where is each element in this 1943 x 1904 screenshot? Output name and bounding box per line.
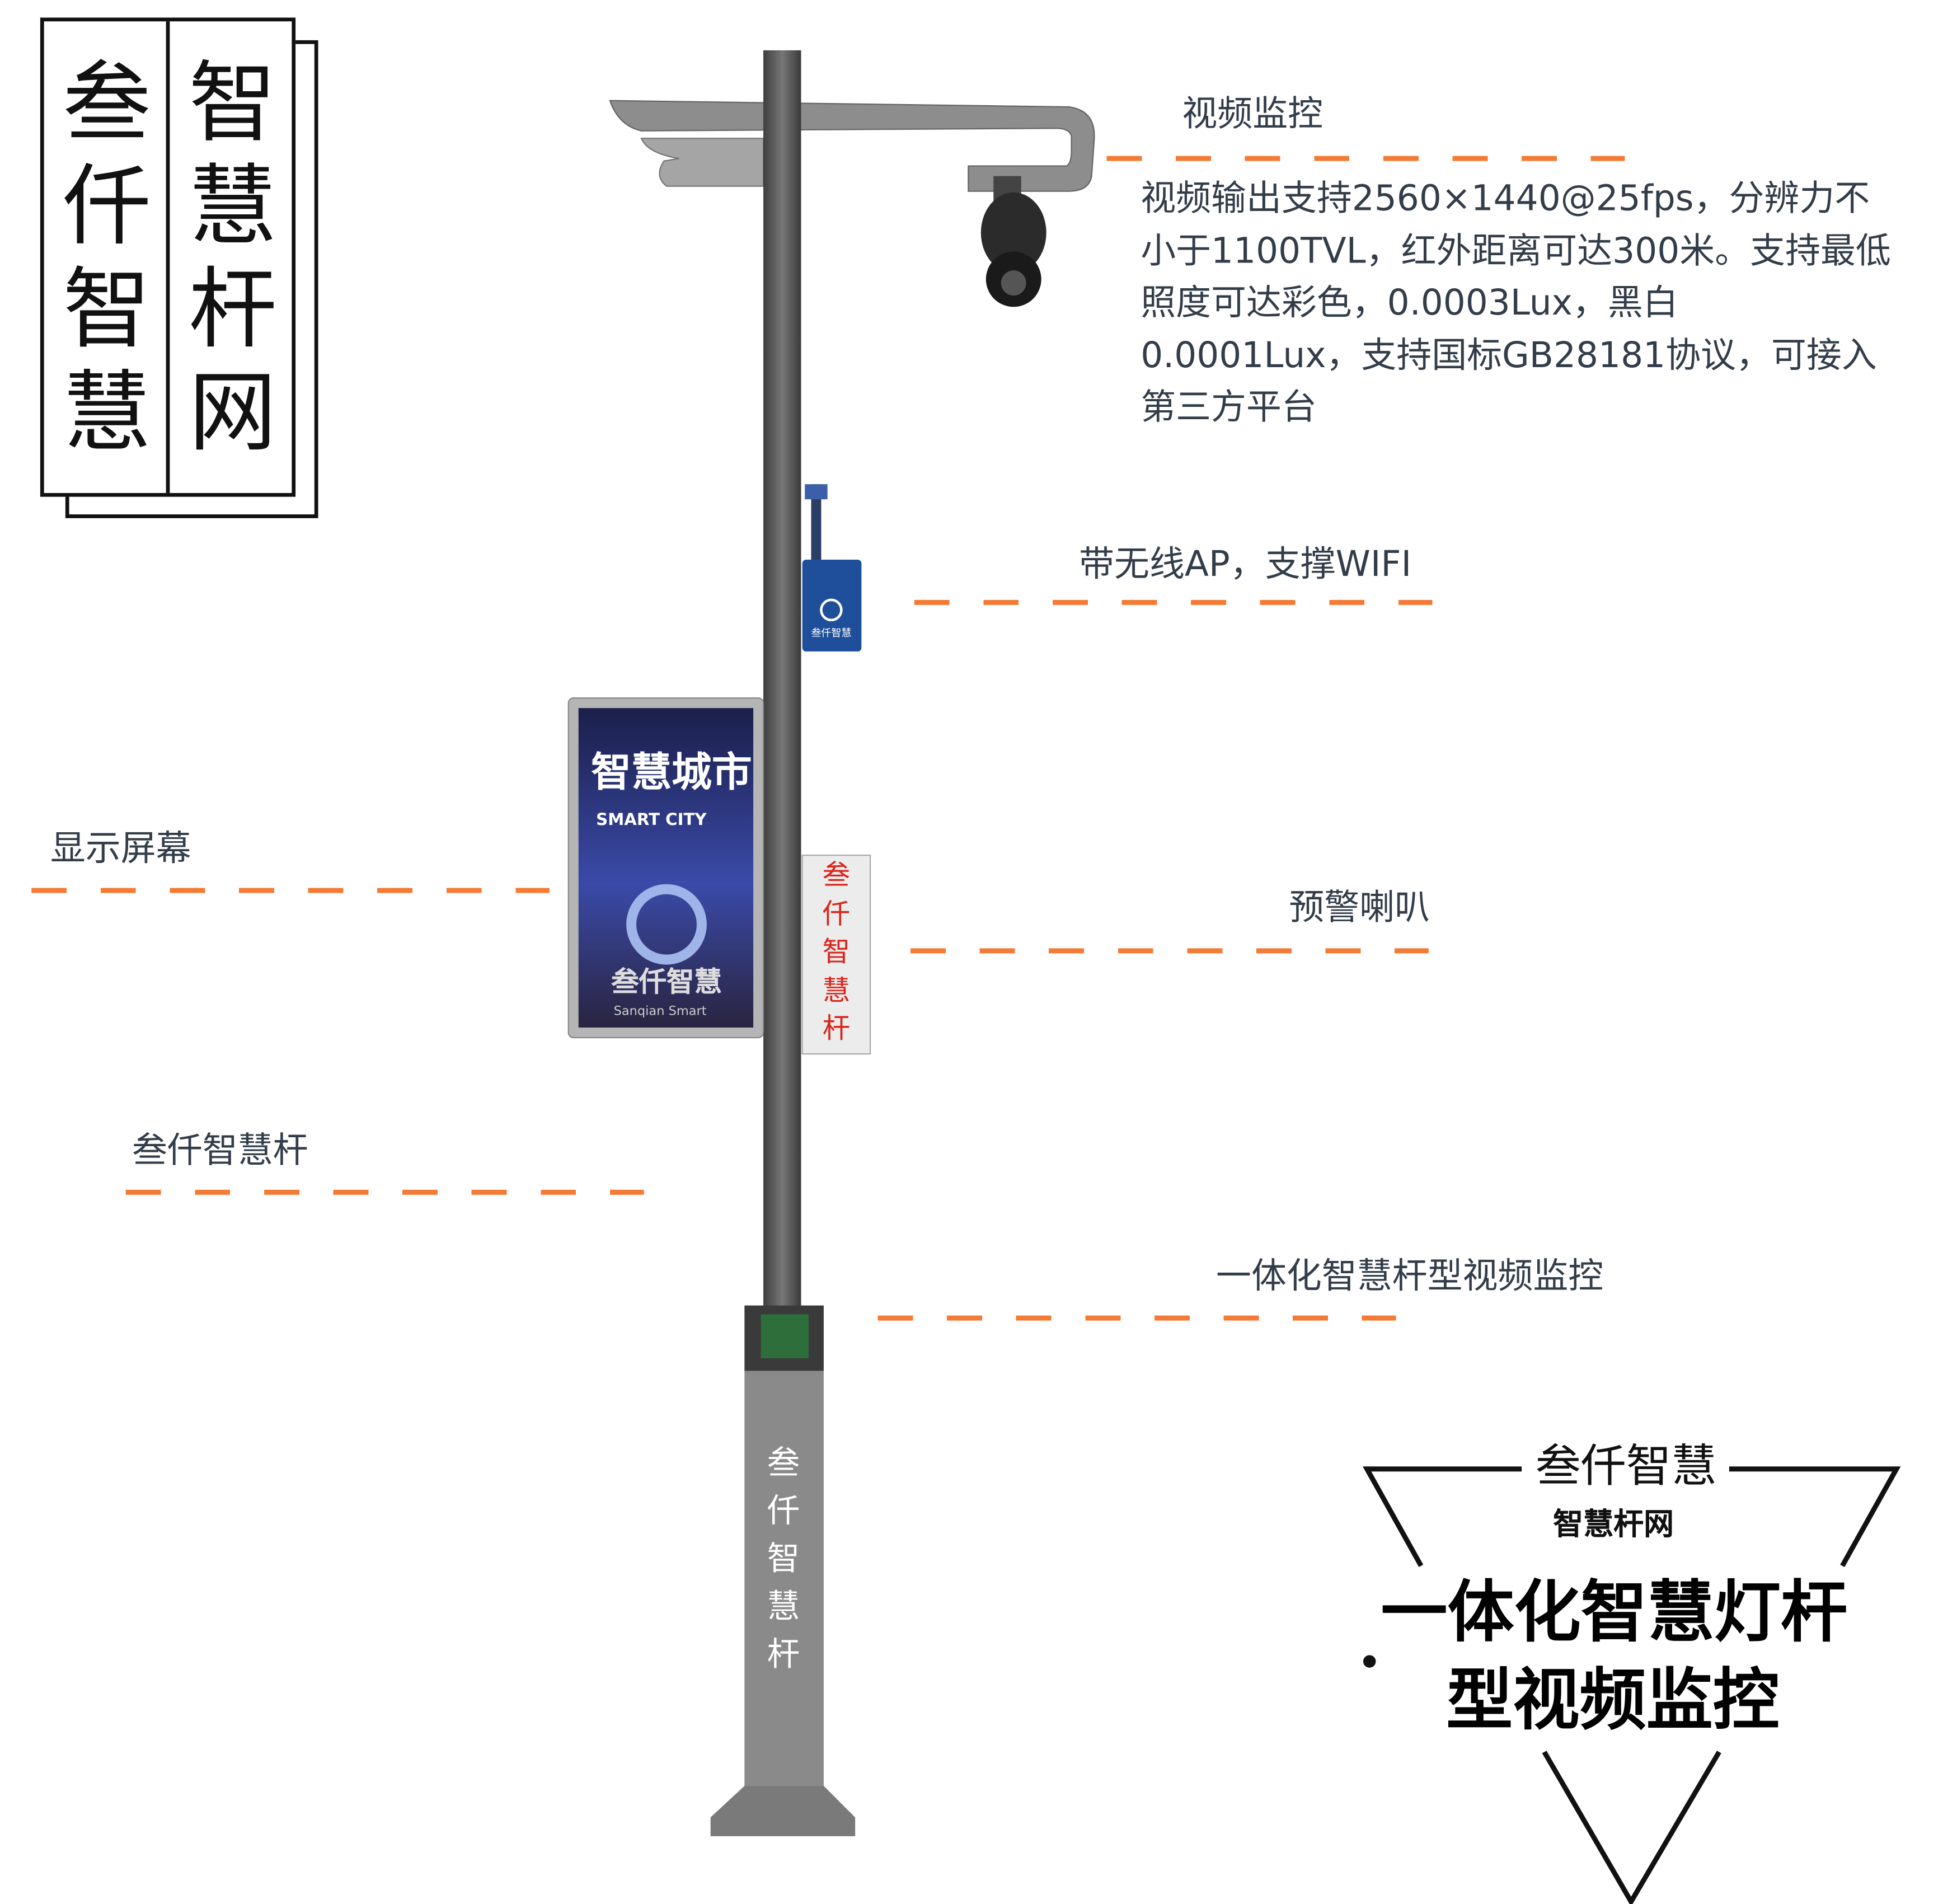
callout-screen-title: 显示屏幕 — [50, 827, 191, 869]
ap-brand: 叁仟智慧 — [811, 627, 852, 639]
logo-char: 慧 — [63, 360, 151, 465]
speaker-text: 叁 仟 智 慧 杆 — [811, 858, 861, 1050]
logo-char: 网 — [189, 360, 277, 465]
pole-flange — [710, 1786, 856, 1836]
speaker-char: 仟 — [822, 898, 851, 930]
callout-integrated-title: 一体化智慧杆型视频监控 — [1216, 1255, 1604, 1297]
triangle-left-stroke — [1363, 1466, 1522, 1567]
callout-screen-line — [31, 888, 550, 893]
callout-camera-description: 视频输出支持2560×1440@25fps，分辨力不小于1100TVL，红外距离… — [1141, 177, 1891, 428]
arm-bracket — [640, 138, 764, 187]
speaker-char: 智 — [822, 937, 851, 969]
callout-integrated-line — [877, 1315, 1396, 1321]
logo-char: 慧 — [189, 154, 277, 258]
badge-dot — [1363, 1655, 1376, 1668]
speaker-body — [801, 854, 871, 1055]
logo-char: 叁 — [63, 51, 151, 155]
callout-wifi-title: 带无线AP，支撑WIFI — [1079, 543, 1412, 585]
badge-headline-2: 型视频监控 — [1446, 1662, 1780, 1739]
logo-divider — [166, 21, 170, 493]
speaker-char: 杆 — [822, 1014, 851, 1045]
badge-brand: 叁仟智慧 — [1535, 1441, 1717, 1493]
screen-brand-en: Sanqian Smart — [613, 1005, 707, 1019]
camera-icon — [980, 192, 1046, 273]
speaker-char: 叁 — [822, 860, 851, 892]
base-char: 慧 — [767, 1588, 800, 1626]
logo-char: 杆 — [189, 257, 277, 361]
triangle-bottom-stroke — [1542, 1751, 1721, 1904]
base-char: 叁 — [767, 1445, 800, 1483]
screen-brand: 叁仟智慧 — [611, 967, 722, 999]
logo-char: 智 — [63, 257, 151, 361]
screen-subtitle: SMART CITY — [596, 811, 707, 831]
callout-wifi-line — [914, 599, 1433, 605]
logo-char: 智 — [189, 51, 277, 155]
wifi-antenna — [811, 484, 822, 560]
badge-sub: 智慧杆网 — [1553, 1507, 1674, 1542]
callout-camera-title: 视频监控 — [1182, 93, 1324, 135]
pole-base — [744, 1371, 824, 1811]
arm — [609, 100, 1095, 192]
logo: 叁 仟 智 慧 智 慧 杆 网 — [40, 17, 296, 497]
logo-right-column: 智 慧 杆 网 — [170, 51, 295, 464]
logo-left-column: 叁 仟 智 慧 — [44, 51, 170, 464]
logo-char: 仟 — [63, 154, 151, 258]
callout-speaker-title: 预警喇叭 — [1289, 887, 1430, 928]
badge-headline-1: 一体化智慧灯杆 — [1381, 1574, 1848, 1652]
wifi-ap-box — [802, 560, 862, 652]
callout-speaker-line — [910, 948, 1429, 954]
screen-title: 智慧城市 — [591, 748, 752, 796]
base-char: 仟 — [767, 1493, 800, 1531]
pole-shaft — [763, 50, 801, 1315]
display-screen — [578, 708, 754, 1028]
base-char: 智 — [767, 1540, 800, 1579]
base-text: 叁 仟 智 慧 杆 — [758, 1440, 809, 1679]
callout-pole-line — [125, 1189, 644, 1195]
callout-pole-title: 叁仟智慧杆 — [132, 1129, 308, 1171]
speaker-char: 慧 — [822, 975, 851, 1007]
triangle-right-stroke — [1729, 1466, 1901, 1567]
base-char: 杆 — [767, 1636, 800, 1675]
callout-camera-line — [1106, 156, 1625, 161]
